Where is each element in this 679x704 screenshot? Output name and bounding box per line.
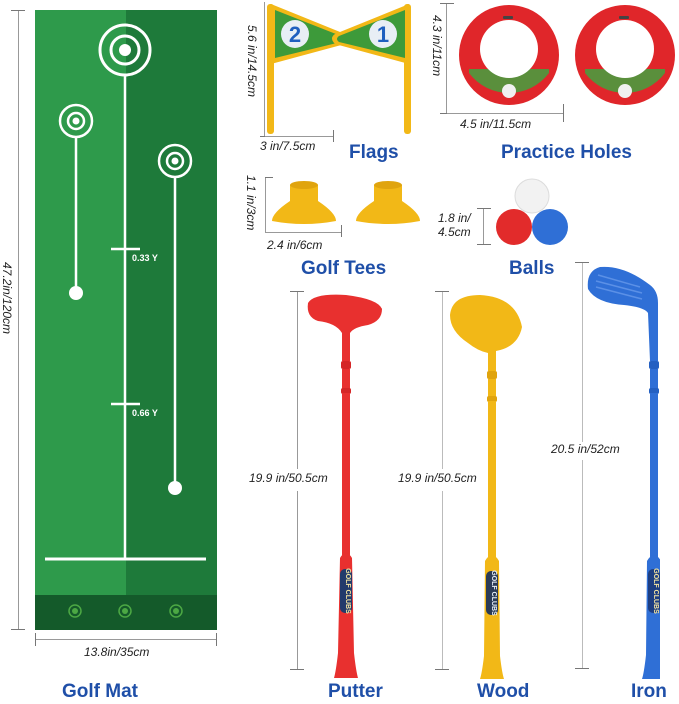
holes-width-line xyxy=(447,113,564,114)
putter-grip-text: GOLF CLUBS xyxy=(344,568,351,614)
iron-title: Iron xyxy=(631,681,667,702)
wood-length-line-lower xyxy=(442,491,443,669)
practice-holes-section: 4.3 in/11cm 4.5 in/11.5cm Practice Holes xyxy=(430,0,679,170)
tees-width-line xyxy=(265,232,342,233)
practice-hole-2 xyxy=(575,5,675,105)
balls-size-line xyxy=(483,208,484,244)
golf-mat-title: Golf Mat xyxy=(62,681,138,702)
balls-image xyxy=(496,178,568,245)
golf-tee-1 xyxy=(272,181,336,224)
wood-title: Wood xyxy=(477,681,530,702)
iron-grip-text: GOLF CLUBS xyxy=(652,568,659,614)
flags-width-line xyxy=(265,136,333,137)
mat-height-tick-bottom xyxy=(11,629,25,630)
iron-length-label: 20.5 in/52cm xyxy=(551,442,620,456)
practice-holes-title: Practice Holes xyxy=(501,142,632,163)
practice-hole-1 xyxy=(459,5,559,105)
mat-width-tick-right xyxy=(216,633,217,646)
putter-section: 19.9 in/50.5cm GOLF CLUBS Putter xyxy=(240,285,390,704)
flags-title: Flags xyxy=(349,142,399,163)
holes-height-label: 4.3 in/11cm xyxy=(430,15,444,77)
putter-tick-top xyxy=(290,291,304,292)
holes-height-tick-top xyxy=(440,3,454,4)
wood-image: GOLF CLUBS xyxy=(450,295,522,679)
holes-width-tick-right xyxy=(563,104,564,122)
mat-width-tick-left xyxy=(35,633,36,646)
wood-section: 19.9 in/50.5cm GOLF CLUBS Wood xyxy=(390,285,530,704)
flag-number-1: 1 xyxy=(377,22,389,47)
iron-tick-bottom xyxy=(575,668,589,669)
flags-height-line xyxy=(264,2,265,137)
mat-height-tick-top xyxy=(11,10,25,11)
tees-width-label: 2.4 in/6cm xyxy=(267,238,323,252)
putter-title: Putter xyxy=(328,681,383,702)
tees-width-tick-right xyxy=(341,225,342,237)
balls-size-label-line1: 1.8 in/ xyxy=(438,211,471,225)
mat-width-dimension-line xyxy=(35,639,217,640)
putter-tick-bottom xyxy=(290,669,304,670)
putter-length-line-lower xyxy=(297,491,298,669)
flags-height-tick-bottom xyxy=(260,136,268,137)
wood-grip-text: GOLF CLUBS xyxy=(490,570,497,616)
iron-length-line xyxy=(582,262,583,442)
flags-image: 2 1 xyxy=(267,4,411,134)
practice-holes-image xyxy=(459,5,675,105)
flags-width-label: 3 in/7.5cm xyxy=(260,139,316,153)
balls-section: 1.8 in/ 4.5cm Balls xyxy=(430,165,570,285)
mat-width-label: 13.8in/35cm xyxy=(84,645,150,659)
golf-tees-image xyxy=(272,181,420,224)
golf-tee-2 xyxy=(356,181,420,224)
putter-image: GOLF CLUBS xyxy=(307,294,382,678)
iron-tick-top xyxy=(575,262,589,263)
putter-length-label: 19.9 in/50.5cm xyxy=(249,471,328,485)
flags-width-tick-right xyxy=(333,130,334,142)
iron-length-line-lower xyxy=(582,460,583,668)
mat-height-dimension-line xyxy=(18,10,19,630)
balls-size-tick-bottom xyxy=(477,244,491,245)
putter-length-line xyxy=(297,291,298,469)
golf-mat-image xyxy=(35,10,217,630)
golf-mat-section: 47.2in/120cm 0.33 Y 0 xyxy=(0,0,240,704)
tees-height-line xyxy=(265,177,266,232)
balls-size-tick-top xyxy=(477,208,491,209)
iron-image: GOLF CLUBS xyxy=(587,266,660,679)
tees-height-tick-top xyxy=(265,177,273,178)
holes-width-label: 4.5 in/11.5cm xyxy=(460,117,532,131)
mat-height-label: 47.2in/120cm xyxy=(0,262,14,335)
balls-size-label-line2: 4.5cm xyxy=(438,225,471,239)
flags-section: 5.6 in/14.5cm 3 in/7.5cm 2 1 Flags xyxy=(240,0,430,165)
mat-marker-033: 0.33 Y xyxy=(132,253,158,263)
iron-section: 20.5 in/52cm GOLF CLUBS Iron xyxy=(530,255,679,704)
tees-height-label: 1.1 in/3cm xyxy=(244,175,258,231)
wood-length-line xyxy=(442,291,443,469)
wood-length-label: 19.9 in/50.5cm xyxy=(398,471,477,485)
flags-height-label: 5.6 in/14.5cm xyxy=(245,25,259,98)
holes-height-line xyxy=(446,3,447,113)
golf-tees-title: Golf Tees xyxy=(301,258,387,279)
flag-number-2: 2 xyxy=(289,22,301,47)
mat-marker-066: 0.66 Y xyxy=(132,408,158,418)
balls-title: Balls xyxy=(509,258,555,279)
golf-tees-section: 1.1 in/3cm 2.4 in/6cm Golf Tees xyxy=(240,165,430,285)
wood-tick-bottom xyxy=(435,669,449,670)
wood-tick-top xyxy=(435,291,449,292)
